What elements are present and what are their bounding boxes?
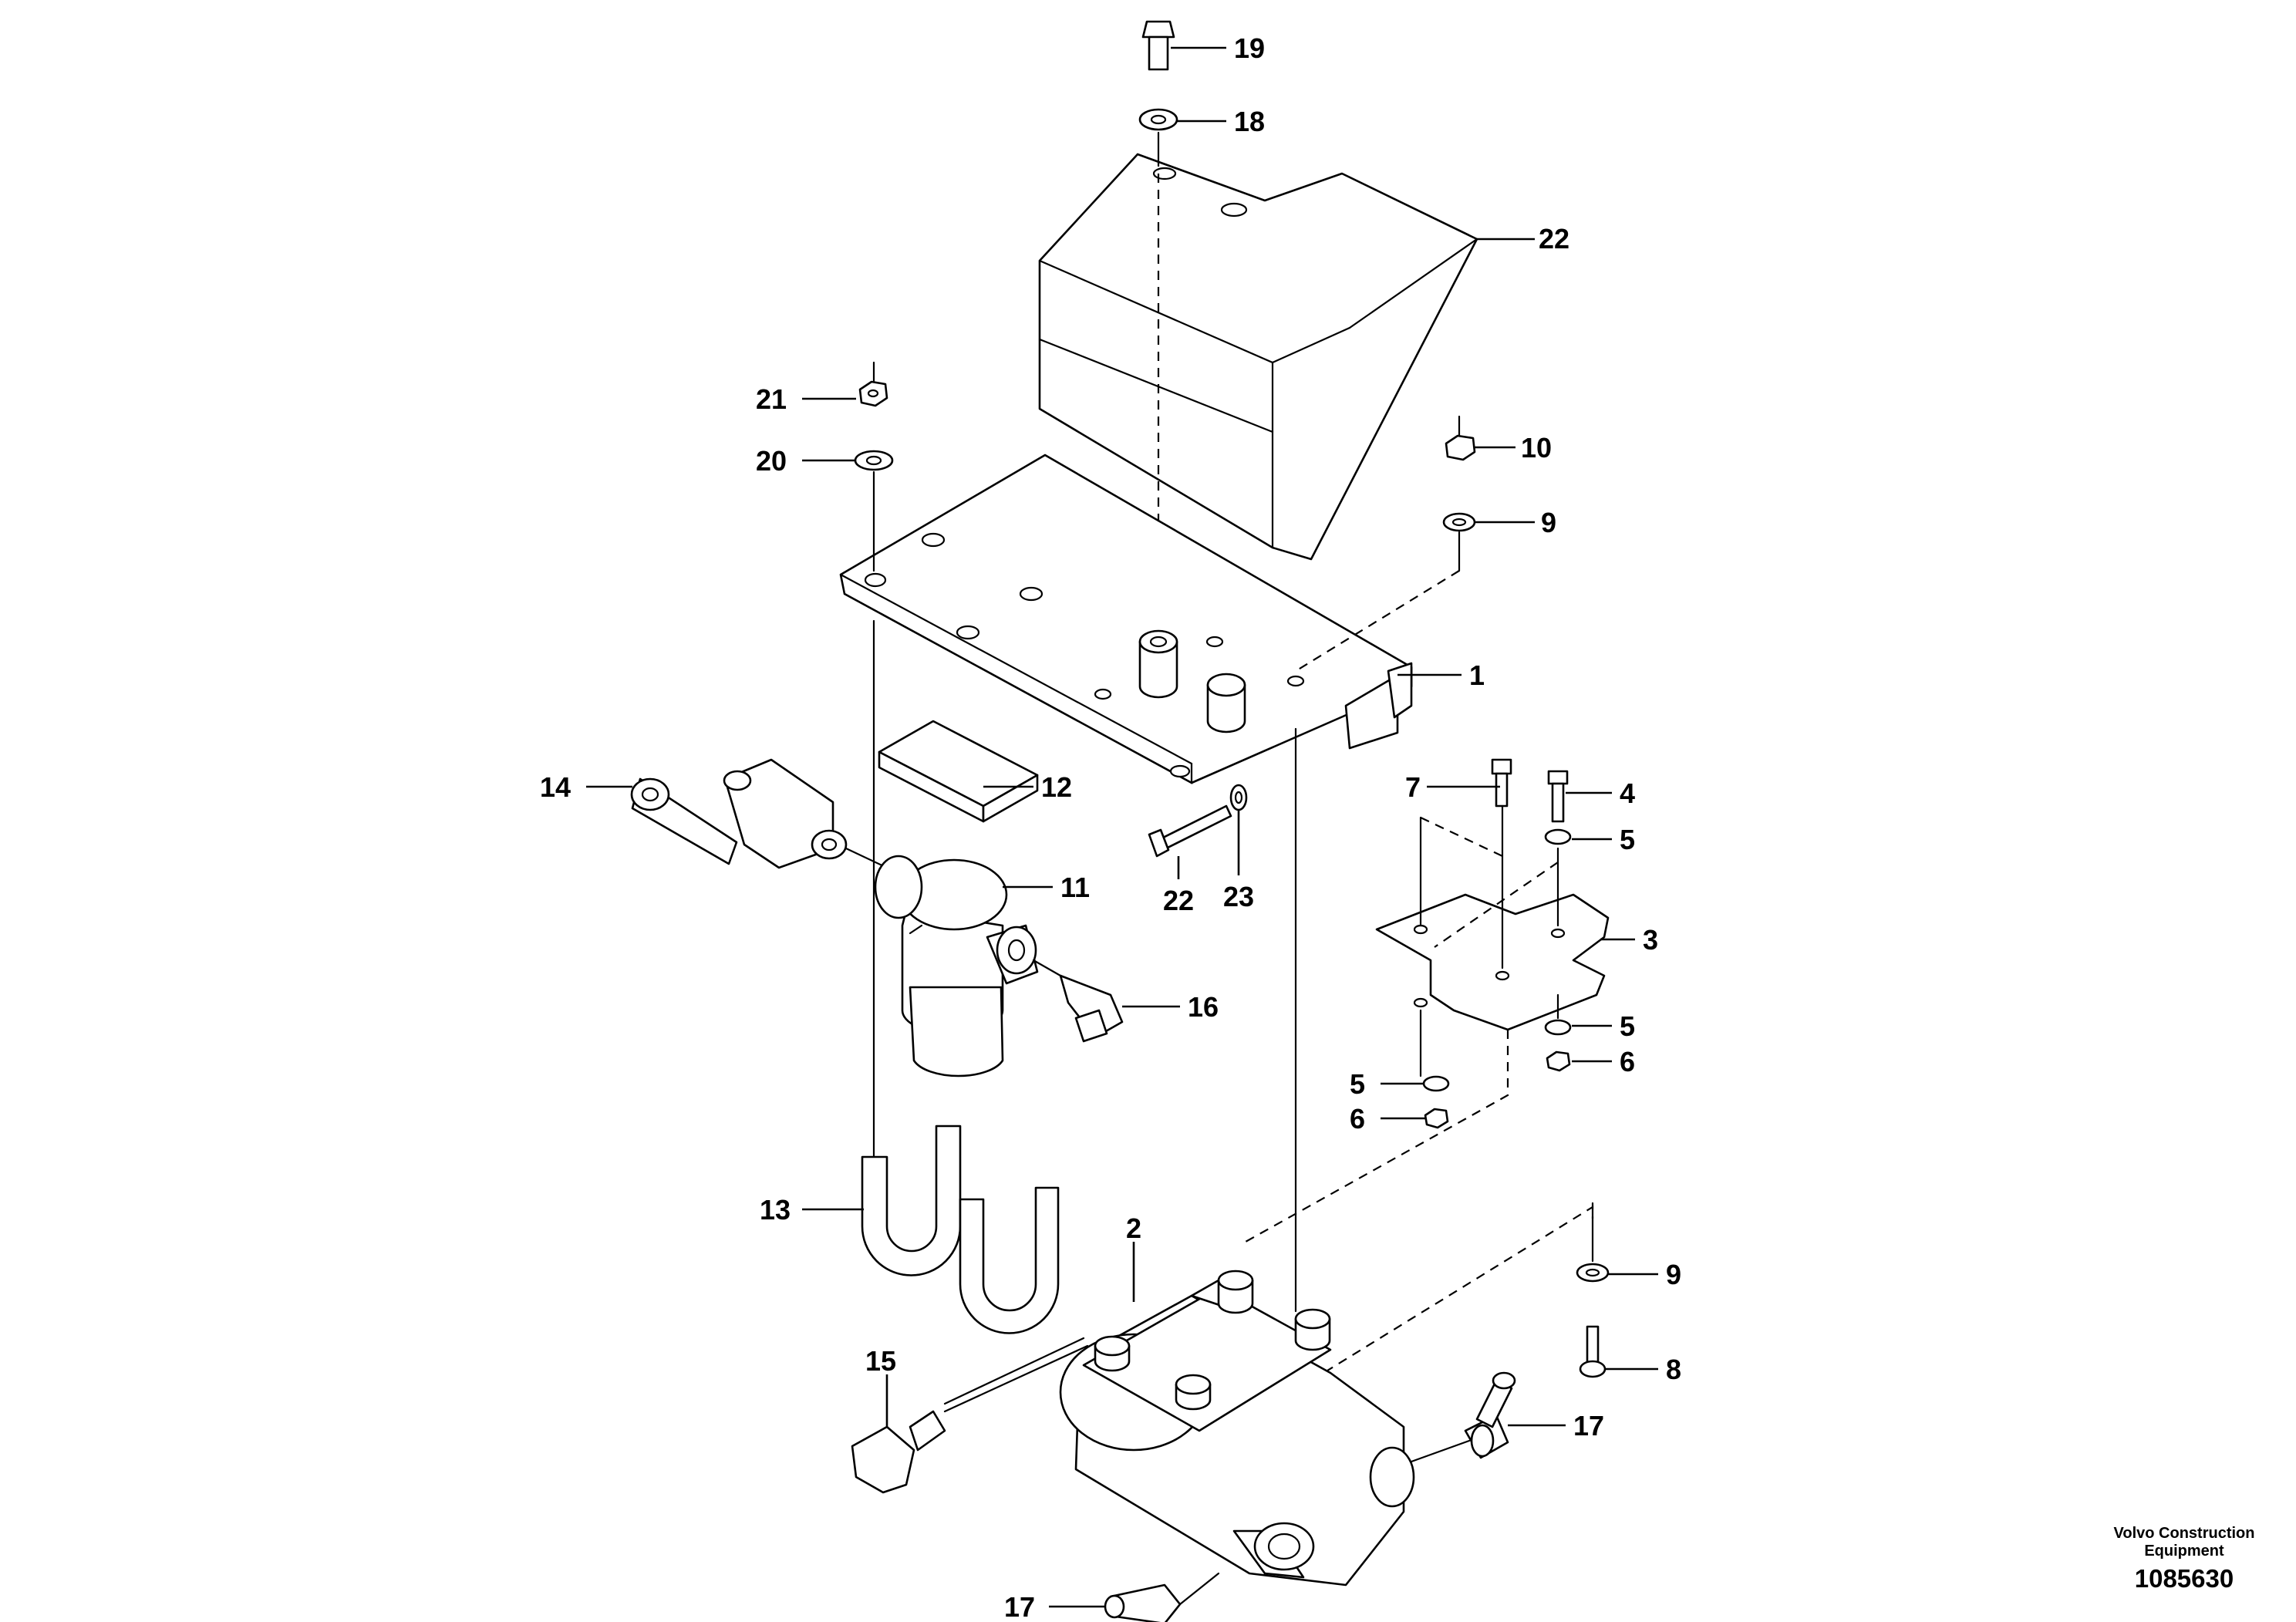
arm-part-14 <box>630 758 848 869</box>
callout-13: 13 <box>760 1194 791 1226</box>
callout-6-left: 6 <box>1350 1103 1365 1135</box>
callout-5-left: 5 <box>1350 1068 1365 1100</box>
callout-8: 8 <box>1666 1354 1681 1385</box>
callout-17-right: 17 <box>1573 1410 1604 1442</box>
callout-1: 1 <box>1469 659 1485 691</box>
nut-part-6-left <box>1424 1108 1449 1129</box>
credit-line-1: Volvo Construction <box>2114 1525 2255 1542</box>
washer-part-18 <box>1138 108 1178 131</box>
callout-5-top: 5 <box>1620 824 1635 855</box>
reference-number: 1085630 <box>2135 1564 2234 1593</box>
callout-4: 4 <box>1620 777 1635 809</box>
callout-14: 14 <box>540 771 571 803</box>
nut-part-21 <box>858 380 888 407</box>
callout-7: 7 <box>1405 771 1421 803</box>
credit-line-2: Equipment <box>2144 1543 2224 1560</box>
callout-10: 10 <box>1521 432 1552 464</box>
callout-22-cover: 22 <box>1539 223 1569 255</box>
bolt-part-19 <box>1141 20 1175 71</box>
pad-part-12 <box>878 720 1039 823</box>
leader-lines <box>586 46 1658 1608</box>
callout-3: 3 <box>1643 924 1658 956</box>
fitting-part-16 <box>1032 959 1124 1043</box>
callout-9-bottom: 9 <box>1666 1259 1681 1290</box>
callout-2: 2 <box>1126 1212 1141 1244</box>
callout-11: 11 <box>1060 872 1090 903</box>
callout-22-screw: 22 <box>1163 885 1194 916</box>
nut-part-6-right <box>1546 1050 1571 1072</box>
callout-23: 23 <box>1223 881 1254 912</box>
callout-5-right: 5 <box>1620 1010 1635 1042</box>
washer-part-5-top <box>1544 828 1572 845</box>
filter-part-11 <box>874 855 1039 1077</box>
washer-part-20 <box>854 450 894 471</box>
callout-12: 12 <box>1041 771 1072 803</box>
callout-16: 16 <box>1188 991 1219 1023</box>
callout-18: 18 <box>1234 106 1265 137</box>
bolt-part-4 <box>1547 770 1569 823</box>
callout-20: 20 <box>756 445 787 477</box>
washer-part-5-right <box>1544 1019 1572 1036</box>
washer-part-9-top <box>1442 512 1476 532</box>
washer-part-9-bottom <box>1576 1263 1610 1283</box>
cover-part-22 <box>1038 153 1478 561</box>
plate-part-3 <box>1375 893 1610 1031</box>
callout-15: 15 <box>865 1345 896 1377</box>
hose-part-13 <box>861 1125 1060 1334</box>
screw-part-22 <box>1148 804 1232 858</box>
callout-19: 19 <box>1234 32 1265 64</box>
sensor-part-15 <box>851 1337 1089 1494</box>
nut-part-10 <box>1445 434 1476 461</box>
fitting-part-17-bottom <box>1104 1583 1182 1622</box>
callout-6-right: 6 <box>1620 1046 1635 1077</box>
callout-21: 21 <box>756 383 787 415</box>
washer-part-5-left <box>1422 1075 1450 1092</box>
washer-part-23 <box>1229 784 1248 811</box>
callout-labels: 19 18 22 21 20 10 9 1 14 12 22 23 11 16 … <box>540 32 1681 1622</box>
bolt-part-8 <box>1579 1325 1607 1378</box>
credit-block: Volvo Construction Equipment 1085630 <box>2114 1525 2255 1593</box>
fitting-part-17-right <box>1464 1371 1516 1459</box>
pump-part-2 <box>1059 1270 1415 1587</box>
callout-17-bottom: 17 <box>1004 1591 1035 1622</box>
mounting-plate-part-1 <box>839 454 1413 784</box>
bolt-part-7 <box>1491 758 1512 808</box>
callout-9-top: 9 <box>1541 507 1556 538</box>
